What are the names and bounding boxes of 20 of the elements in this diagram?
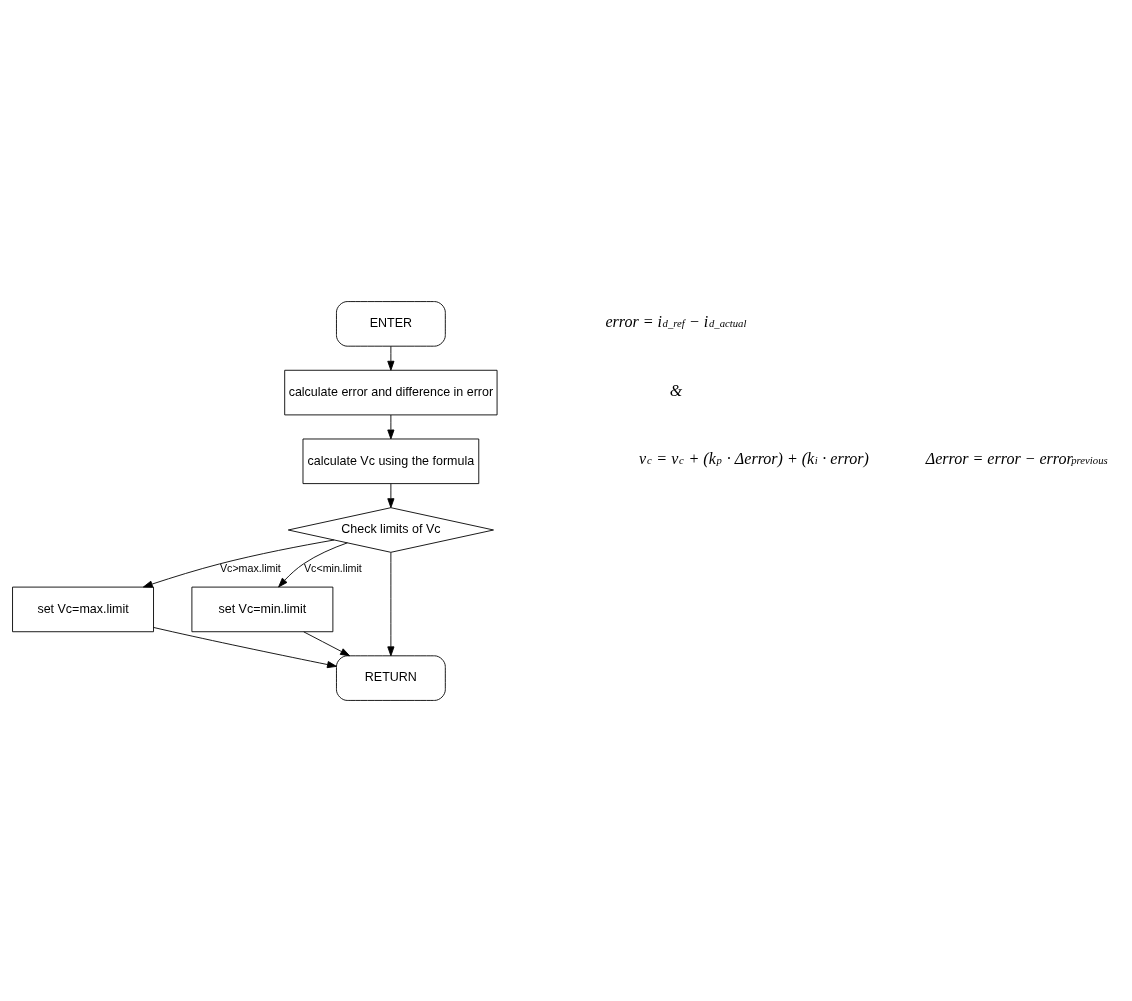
arrow (387, 551, 395, 656)
edge-label: Vc>max.limit (219, 561, 281, 574)
node-box: set Vc=min.limit (191, 586, 334, 632)
arrow (142, 539, 335, 588)
node-box: RETURN (336, 654, 446, 701)
arrow (153, 626, 337, 668)
arrow (278, 541, 348, 587)
arrow (387, 414, 395, 439)
edge-label: Vc<min.limit (303, 561, 362, 574)
arrow (303, 630, 351, 656)
arrow (387, 345, 395, 371)
arrow (387, 482, 395, 508)
node-diamond: Check limits of Vc (287, 506, 494, 553)
label: error = id_ref − id_actual (605, 312, 747, 330)
node-box: ENTER (336, 300, 446, 347)
node-box: calculate error and difference in error (284, 369, 498, 415)
label: vc = vc + (kp · Δerror) + (ki · error) (638, 449, 869, 467)
node-box: set Vc=max.limit (12, 586, 154, 632)
node-box: calculate Vc using the formula (302, 438, 480, 484)
label: & (669, 381, 683, 399)
